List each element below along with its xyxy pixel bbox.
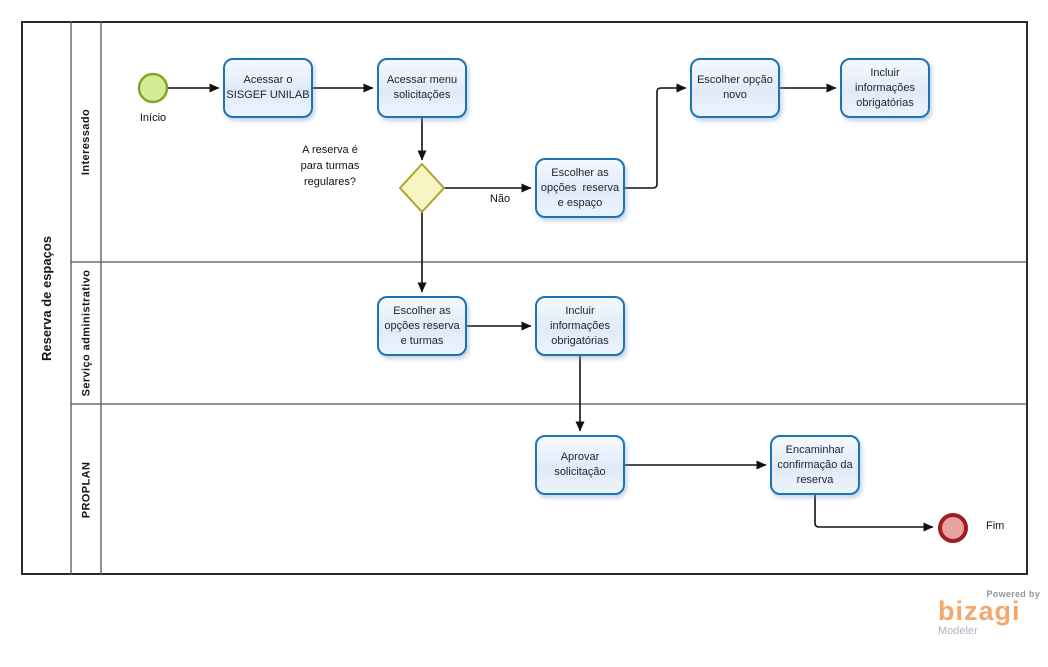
- task-label: Aprovar solicitação: [554, 451, 606, 478]
- end-event: [938, 513, 968, 543]
- task-label: Encaminhar confirmação da reserva: [777, 443, 853, 486]
- task-label: Escolher opção novo: [697, 74, 773, 101]
- task-encaminhar-confirmacao-reserva: Encaminhar confirmação da reserva: [770, 435, 860, 495]
- task-escolher-opcoes-reserva-turmas: Escolher as opções reserva e turmas: [377, 296, 467, 356]
- task-label: Incluir informações obrigatórias: [550, 304, 610, 347]
- bizagi-logo: Powered by bizagi Modeler: [938, 589, 1040, 637]
- task-aprovar-solicitacao: Aprovar solicitação: [535, 435, 625, 495]
- lane-servico-administrativo: Serviço administrativo: [72, 262, 101, 404]
- flow-encaminhar-to-fim: [814, 495, 934, 532]
- lane-proplan: PROPLAN: [72, 404, 101, 575]
- start-event: [137, 72, 169, 104]
- task-acessar-sisgef: Acessar o SISGEF UNILAB: [223, 58, 313, 118]
- task-label: Acessar menu solicitações: [386, 74, 458, 101]
- bizagi-modeler-label: Modeler: [938, 625, 978, 637]
- task-incluir-informacoes-obrigatorias-meio: Incluir informações obrigatórias: [535, 296, 625, 356]
- powered-by-label: Powered by: [986, 589, 1040, 599]
- gateway-question-annotation: A reserva é para turmas regulares?: [300, 144, 360, 188]
- task-label: Escolher as opções reserva e espaço: [540, 166, 620, 209]
- lane-servico-administrativo-label: Serviço administrativo: [80, 269, 93, 397]
- task-incluir-informacoes-obrigatorias-topo: Incluir informações obrigatórias: [840, 58, 930, 118]
- pool-title-label: Reserva de espaços: [39, 235, 55, 361]
- lane-interessado: Interessado: [72, 21, 101, 262]
- bizagi-brand-label: bizagi: [938, 596, 1021, 626]
- flow-espaco-to-novo: [625, 83, 687, 189]
- pool-reserva-de-espacos: Reserva de espaços: [23, 21, 71, 575]
- flow-nao-label: Não: [489, 193, 511, 205]
- task-label: Escolher as opções reserva e turmas: [384, 304, 460, 347]
- task-acessar-menu-solicitacoes: Acessar menu solicitações: [377, 58, 467, 118]
- start-event-label: Início: [139, 112, 167, 124]
- pool-border: [21, 21, 1028, 575]
- end-event-label: Fim: [986, 520, 1005, 532]
- lane-proplan-label: PROPLAN: [80, 461, 93, 518]
- task-escolher-opcao-novo: Escolher opção novo: [690, 58, 780, 118]
- task-escolher-opcoes-reserva-espaco: Escolher as opções reserva e espaço: [535, 158, 625, 218]
- task-label: Incluir informações obrigatórias: [855, 66, 915, 109]
- lane-interessado-label: Interessado: [80, 108, 93, 175]
- exclusive-gateway: [399, 163, 445, 213]
- task-label: Acessar o SISGEF UNILAB: [226, 74, 310, 101]
